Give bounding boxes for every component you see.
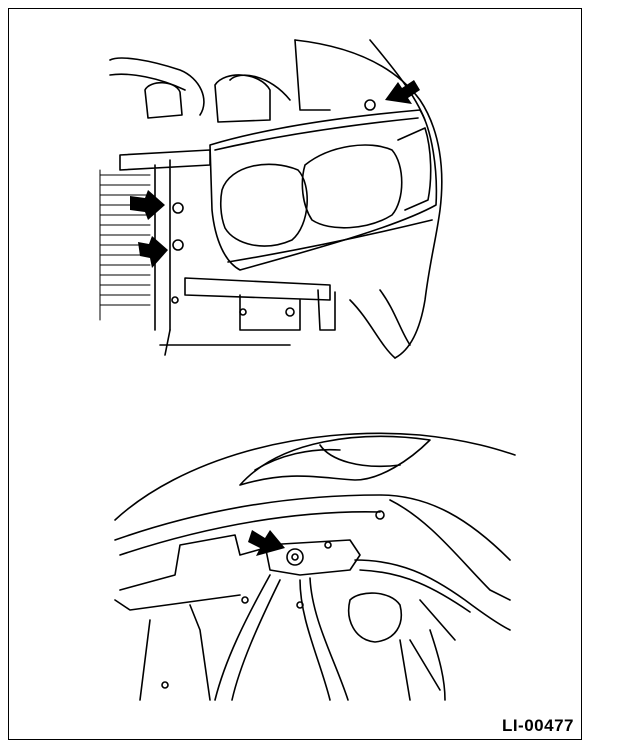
mount-bolt: [286, 548, 304, 566]
arrow-icon: [130, 190, 165, 220]
strut: [409, 599, 456, 691]
clip: [161, 681, 169, 689]
radiator-core: [99, 169, 151, 321]
clip: [375, 510, 385, 520]
bezel-line: [214, 117, 419, 151]
bolt-side-upper: [172, 202, 184, 214]
headlight-inner-contour: [254, 444, 401, 471]
headlight-rear-top: [239, 435, 431, 486]
lower-crossmember: [184, 277, 331, 301]
washer-tank: [214, 74, 271, 123]
headlight-lens-right: [301, 144, 403, 229]
clip: [296, 601, 304, 609]
clip: [239, 308, 247, 316]
mount-bracket: [264, 539, 361, 576]
bolt-lower: [285, 307, 295, 317]
clip: [241, 596, 249, 604]
wiring: [229, 74, 291, 101]
headlight-lens-left: [219, 163, 308, 247]
hood-outline: [294, 39, 443, 359]
arrow-icon: [385, 80, 420, 104]
figure-frame: [8, 8, 582, 740]
bottom-panel: [114, 432, 516, 701]
reservoir-tank: [144, 81, 183, 119]
hood-edge: [294, 39, 331, 111]
lower-frame: [114, 594, 446, 701]
arrow-icon: [248, 530, 285, 556]
coil-spring: [348, 592, 402, 643]
side-trim: [389, 499, 511, 601]
fender-inner: [369, 39, 426, 121]
arrow-icon: [138, 236, 168, 268]
lower-structure: [159, 289, 411, 359]
body-panel-line: [114, 494, 511, 561]
fender-outline: [114, 432, 516, 521]
headlight-housing: [209, 109, 438, 271]
figure-code: LI-00477: [501, 716, 574, 735]
clip: [171, 296, 179, 304]
body-panel-lower: [119, 534, 266, 591]
bolt-top: [364, 99, 376, 111]
cable-bundle: [214, 574, 349, 701]
lower-bezel: [227, 219, 433, 263]
coolant-hose: [109, 57, 205, 116]
turn-signal-lens: [397, 127, 432, 211]
wiring-harness: [354, 559, 511, 631]
clip: [324, 541, 332, 549]
radiator-support: [119, 149, 211, 331]
top-panel: [99, 39, 443, 359]
mount-bolt-center: [291, 553, 299, 561]
bolt-side-lower: [172, 239, 184, 251]
